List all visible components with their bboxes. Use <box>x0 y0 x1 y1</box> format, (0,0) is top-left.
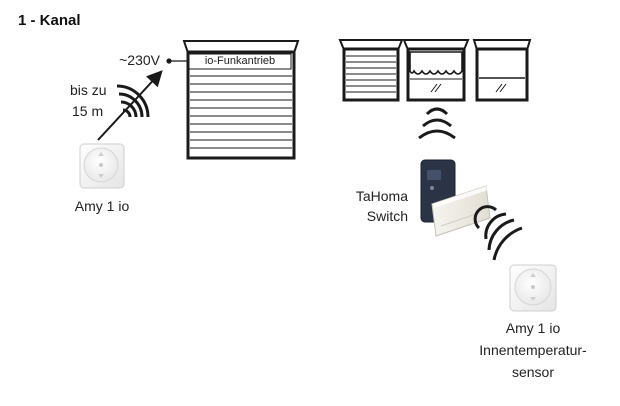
radio-waves-sensor-icon <box>473 205 523 261</box>
range-arrow <box>97 70 163 141</box>
tahoma-label-line2: Switch <box>366 208 408 224</box>
amy-sensor-device <box>509 264 557 312</box>
sensor-label-line2: Innentemperatur- <box>479 342 587 358</box>
tahoma-switch-hub <box>420 159 491 237</box>
motor-label: io-Funkantrieb <box>204 55 276 67</box>
range-label-line2: 15 m <box>72 103 104 119</box>
roller-shutter-motorized <box>182 40 300 160</box>
radio-waves-devices-icon <box>418 107 456 140</box>
radio-waves-remote-icon <box>116 84 150 118</box>
range-label-line1: bis zu <box>70 82 107 98</box>
awning-device-icon <box>402 39 470 102</box>
sensor-label-line1: Amy 1 io <box>505 320 561 336</box>
power-connection-dot <box>166 58 172 64</box>
diagram-title: 1 - Kanal <box>18 12 81 29</box>
roller-shutter-device-icon <box>338 39 404 102</box>
window-blind-device-icon <box>472 39 532 102</box>
amy-remote-device <box>79 143 125 189</box>
sensor-label-line3: sensor <box>511 364 555 380</box>
voltage-label: ~230V <box>119 52 160 68</box>
tahoma-label-line1: TaHoma <box>355 188 408 204</box>
remote-label: Amy 1 io <box>74 198 130 214</box>
